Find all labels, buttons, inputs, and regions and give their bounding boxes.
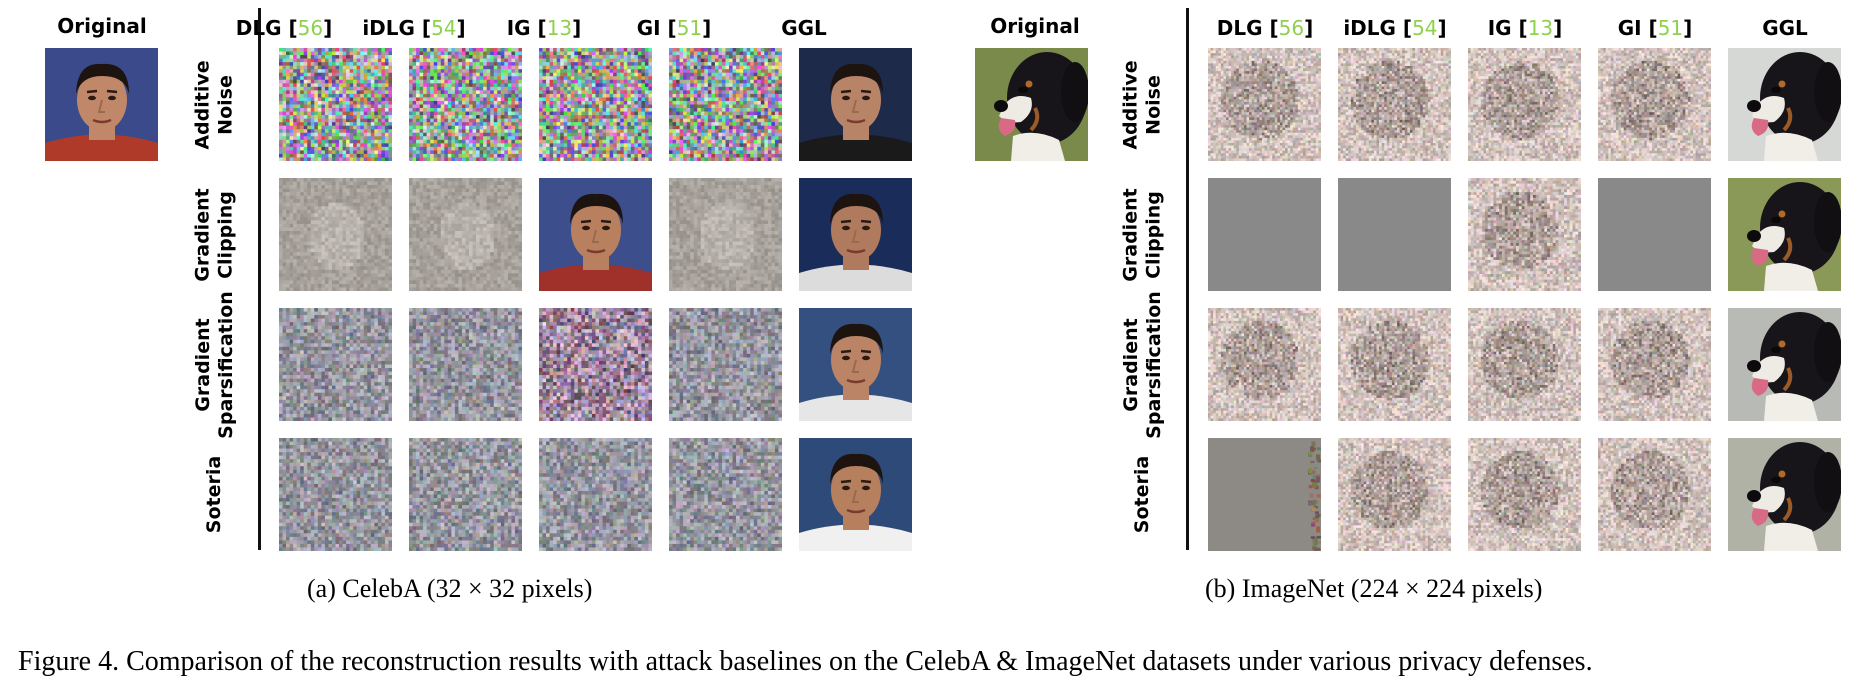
reconstruction-soteria-ig (539, 438, 652, 551)
reconstruction-additive-noise-idlg (1338, 48, 1451, 161)
reconstruction-gradient-sparsification-idlg (409, 308, 522, 421)
reconstruction-soteria-ig (1468, 438, 1581, 551)
row-label-soteria: Soteria (1123, 438, 1163, 551)
column-header-idlg: iDLG [54] (354, 16, 474, 40)
reconstruction-additive-noise-idlg (409, 48, 522, 161)
column-header-ig: IG [13] (484, 16, 604, 40)
column-header-gi: GI [51] (1595, 16, 1715, 40)
figure-caption: Figure 4. Comparison of the reconstructi… (18, 646, 1593, 678)
reconstruction-gradient-clipping-ig (1468, 178, 1581, 291)
reconstruction-gradient-clipping-dlg (279, 178, 392, 291)
column-header-idlg: iDLG [54] (1335, 16, 1455, 40)
reconstruction-gradient-clipping-dlg (1208, 178, 1321, 291)
reconstruction-gradient-sparsification-dlg (1208, 308, 1321, 421)
reconstruction-soteria-dlg (1208, 438, 1321, 551)
reconstruction-additive-noise-ig (1468, 48, 1581, 161)
reconstruction-additive-noise-dlg (1208, 48, 1321, 161)
reconstruction-gradient-sparsification-dlg (279, 308, 392, 421)
reconstruction-gradient-clipping-gi (669, 178, 782, 291)
reconstruction-gradient-clipping-idlg (409, 178, 522, 291)
original-face-image (45, 48, 158, 161)
reconstruction-gradient-clipping-idlg (1338, 178, 1451, 291)
subcaption-celeba: (a) CelebA (32 × 32 pixels) (307, 574, 592, 604)
reconstruction-gradient-sparsification-ig (539, 308, 652, 421)
reconstruction-gradient-clipping-ggl (1728, 178, 1841, 291)
reconstruction-gradient-sparsification-idlg (1338, 308, 1451, 421)
panel-imagenet: Original DLG [56] iDLG [54] IG [13] GI [… (960, 0, 1860, 610)
reconstruction-gradient-sparsification-ig (1468, 308, 1581, 421)
reconstruction-additive-noise-ggl (1728, 48, 1841, 161)
reconstruction-gradient-clipping-ggl (799, 178, 912, 291)
reconstruction-gradient-sparsification-gi (1598, 308, 1711, 421)
subcaption-imagenet: (b) ImageNet (224 × 224 pixels) (1205, 574, 1542, 604)
original-label: Original (965, 14, 1105, 38)
column-header-dlg: DLG [56] (1205, 16, 1325, 40)
column-header-dlg: DLG [56] (224, 16, 344, 40)
reconstruction-gradient-clipping-gi (1598, 178, 1711, 291)
reconstruction-soteria-ggl (1728, 438, 1841, 551)
original-label: Original (32, 14, 172, 38)
reconstruction-additive-noise-gi (1598, 48, 1711, 161)
reconstruction-soteria-idlg (409, 438, 522, 551)
reconstruction-soteria-gi (669, 438, 782, 551)
reconstruction-gradient-sparsification-gi (669, 308, 782, 421)
panel-divider (258, 8, 261, 550)
original-dog-image (975, 48, 1088, 161)
reconstruction-soteria-idlg (1338, 438, 1451, 551)
reconstruction-gradient-sparsification-ggl (799, 308, 912, 421)
reconstruction-gradient-sparsification-ggl (1728, 308, 1841, 421)
column-header-ig: IG [13] (1465, 16, 1585, 40)
reconstruction-additive-noise-gi (669, 48, 782, 161)
panel-divider (1186, 8, 1189, 550)
column-header-gi: GI [51] (614, 16, 734, 40)
column-header-ggl: GGL (744, 16, 864, 40)
reconstruction-soteria-gi (1598, 438, 1711, 551)
reconstruction-gradient-clipping-ig (539, 178, 652, 291)
reconstruction-additive-noise-ggl (799, 48, 912, 161)
reconstruction-soteria-ggl (799, 438, 912, 551)
reconstruction-additive-noise-dlg (279, 48, 392, 161)
column-header-ggl: GGL (1725, 16, 1845, 40)
reconstruction-additive-noise-ig (539, 48, 652, 161)
reconstruction-soteria-dlg (279, 438, 392, 551)
row-label-soteria: Soteria (195, 438, 235, 551)
panel-celeba: Original DLG [56] iDLG [54] IG [13] GI [… (0, 0, 930, 610)
